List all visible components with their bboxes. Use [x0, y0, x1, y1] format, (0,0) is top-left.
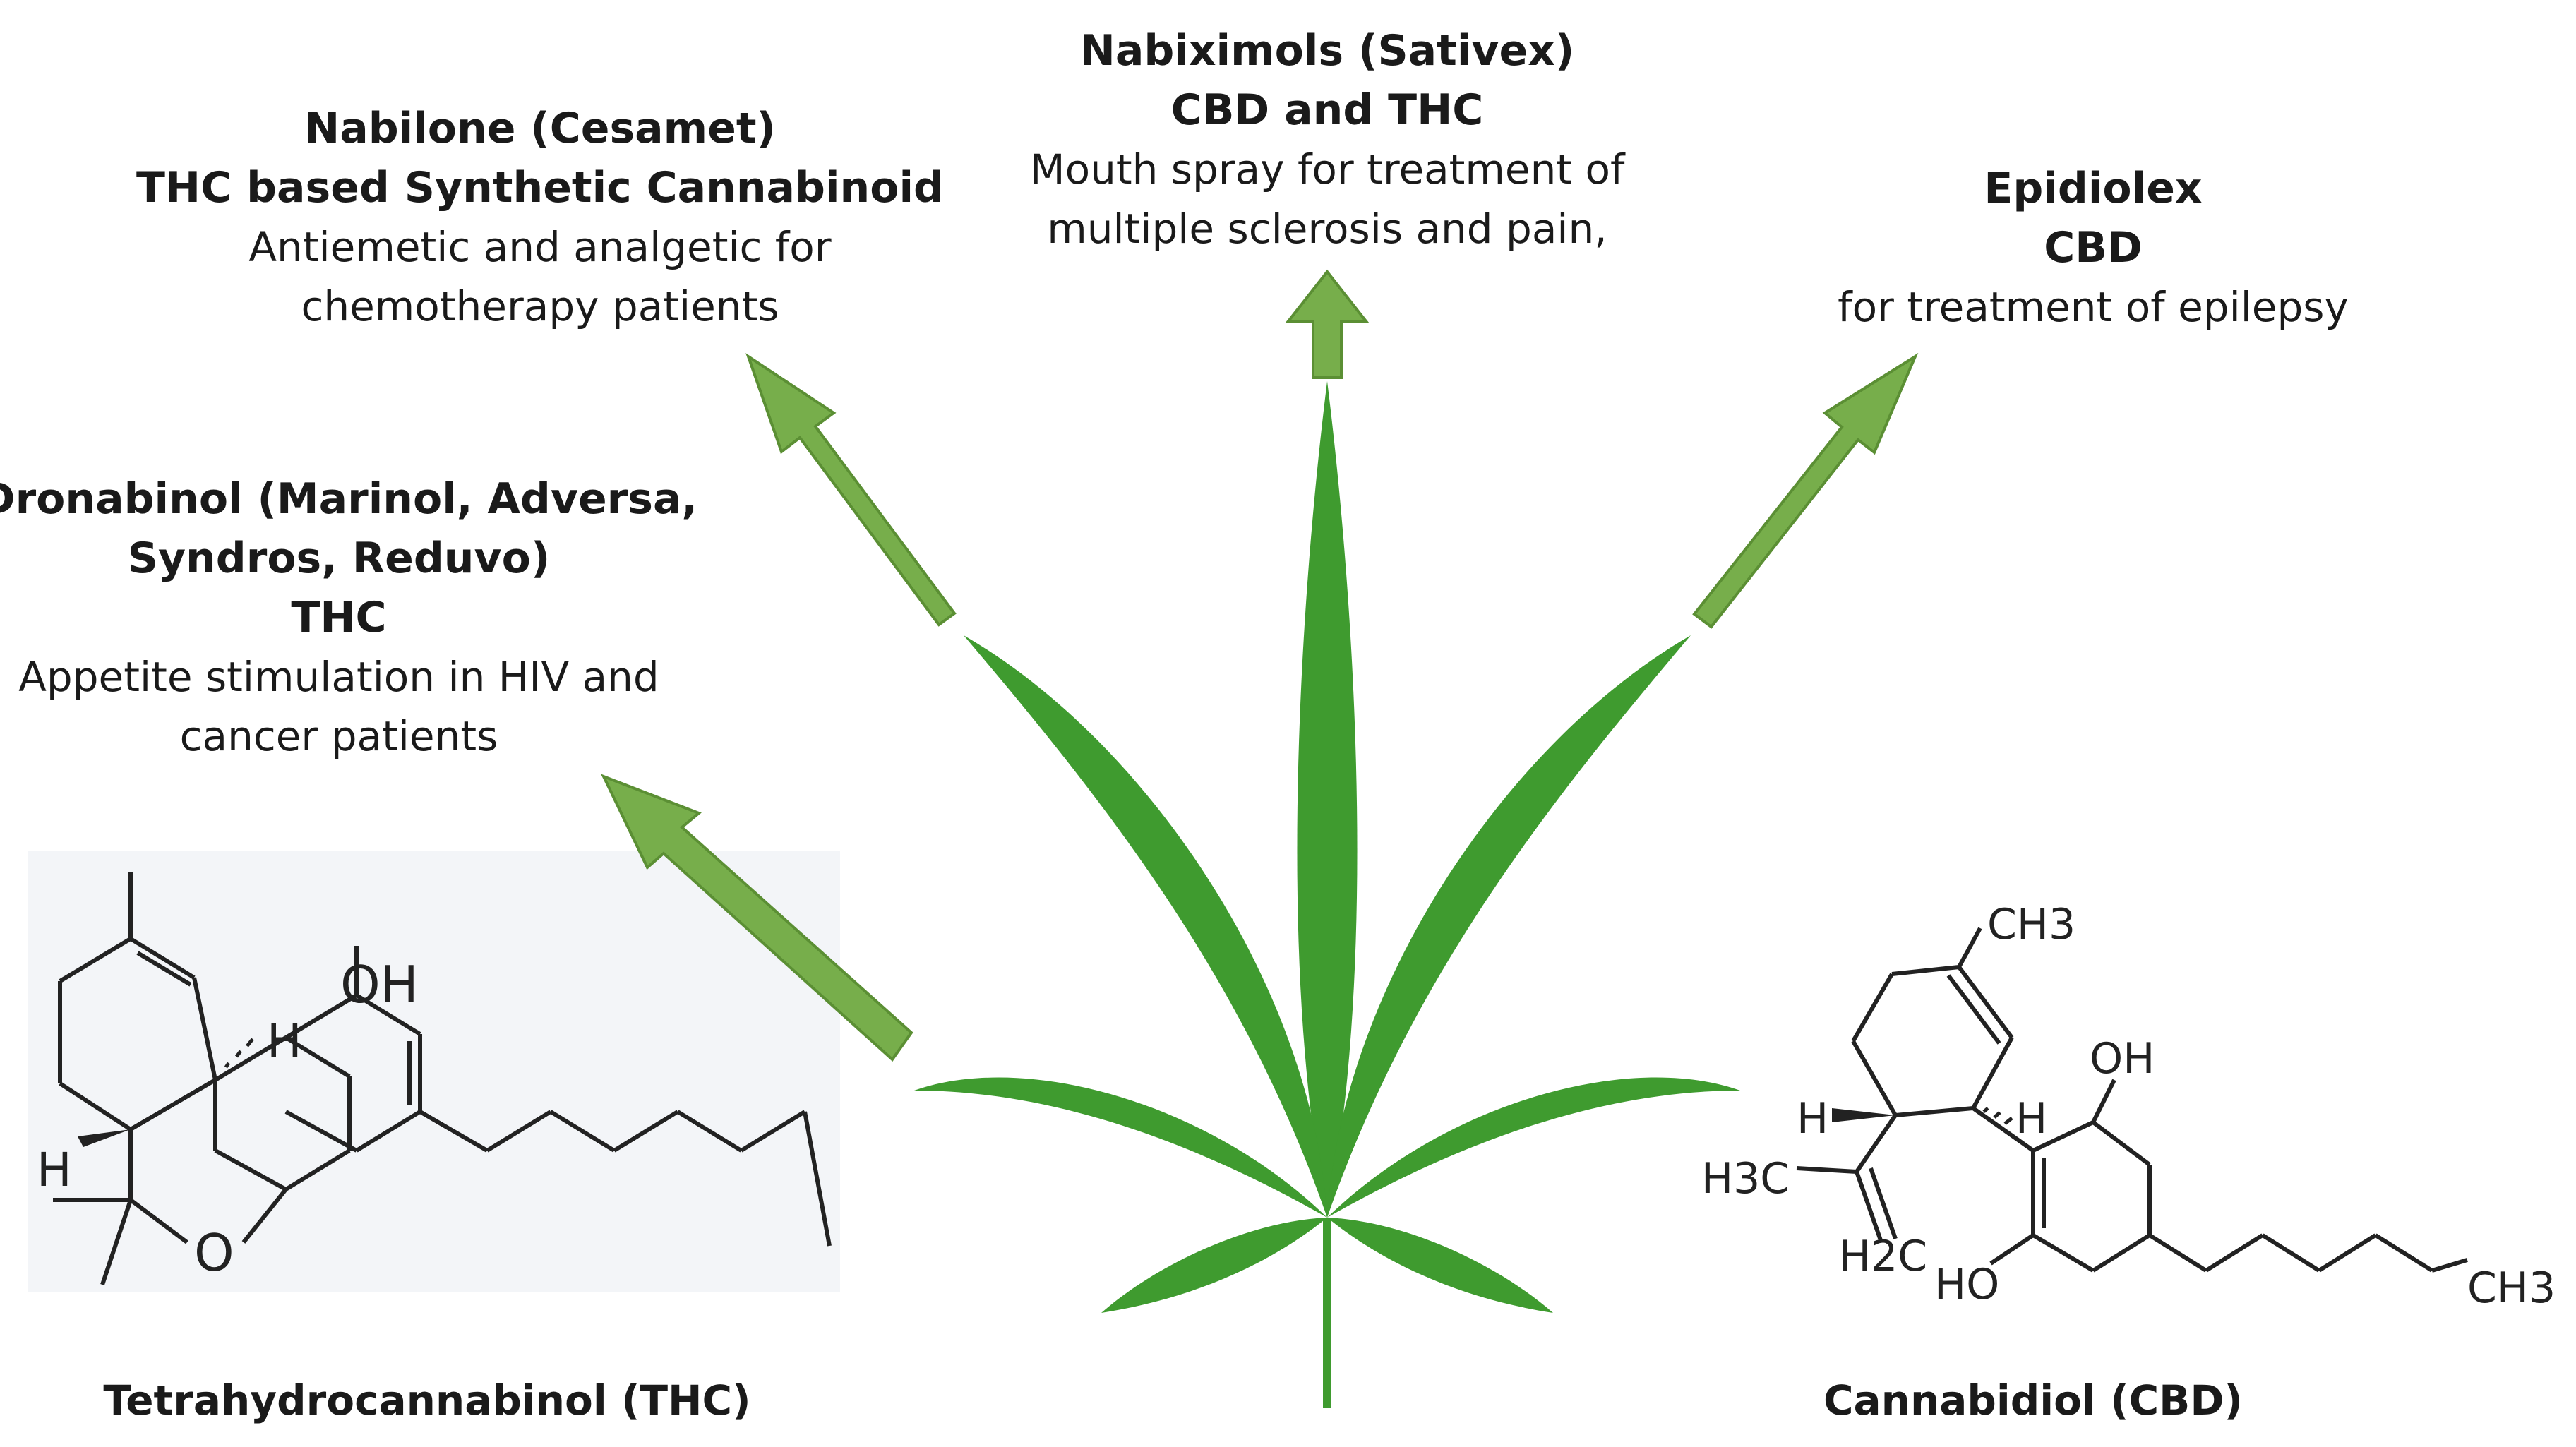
thc-o-label: O [194, 1223, 234, 1283]
cbd-h2c-label: H2C [1839, 1232, 1927, 1281]
cbd-h3c-label: H3C [1701, 1154, 1790, 1203]
epidiolex-block: Epidiolex CBD for treatment of epilepsy [1838, 159, 2349, 337]
thc-caption: Tetrahydrocannabinol (THC) [103, 1376, 751, 1424]
epidiolex-use-1: for treatment of epilepsy [1838, 283, 2349, 331]
dronabinol-use-2: cancer patients [179, 712, 498, 760]
arrow-epidiolex [1692, 352, 1919, 629]
cbd-h-right-label: H [2015, 1094, 2047, 1143]
nabilone-compound: THC based Synthetic Cannabinoid [136, 163, 944, 212]
nabiximols-compound: CBD and THC [1170, 85, 1484, 135]
epidiolex-compound: CBD [2044, 223, 2143, 272]
dronabinol-use-1: Appetite stimulation in HIV and [18, 653, 659, 701]
dronabinol-block: Dronabinol (Marinol, Adversa, Syndros, R… [0, 469, 697, 766]
cbd-ch3-top-label: CH3 [1987, 900, 2075, 949]
nabilone-use-1: Antiemetic and analgetic for [248, 223, 832, 271]
cbd-caption: Cannabidiol (CBD) [1823, 1376, 2243, 1424]
dronabinol-name-2: Syndros, Reduvo) [127, 534, 551, 583]
cannabis-leaf-icon [914, 381, 1740, 1408]
arrows [601, 269, 1919, 1062]
thc-oh-label: OH [340, 955, 419, 1014]
cbd-h-left-label: H [1797, 1094, 1828, 1143]
cbd-ch3-right-label: CH3 [2467, 1263, 2556, 1313]
arrow-nabilone [745, 353, 957, 627]
arrow-nabiximols [1285, 269, 1370, 379]
epidiolex-name: Epidiolex [1984, 164, 2203, 213]
dronabinol-name-1: Dronabinol (Marinol, Adversa, [0, 474, 698, 524]
thc-h-top-label: H [267, 1014, 302, 1069]
thc-structure: OH H H O [37, 872, 832, 1285]
thc-panel [28, 851, 840, 1292]
nabiximols-use-2: multiple sclerosis and pain, [1047, 205, 1607, 253]
cbd-ho-label: HO [1934, 1260, 1999, 1309]
nabilone-name: Nabilone (Cesamet) [304, 104, 776, 153]
nabilone-use-2: chemotherapy patients [301, 282, 779, 330]
cbd-structure: CH3 OH H H H3C H2C HO CH3 [1701, 900, 2556, 1313]
nabiximols-name: Nabiximols (Sativex) [1079, 26, 1575, 76]
cbd-oh-top-label: OH [2090, 1034, 2155, 1083]
arrow-dronabinol [601, 774, 913, 1062]
nabiximols-use-1: Mouth spray for treatment of [1029, 145, 1625, 193]
nabilone-block: Nabilone (Cesamet) THC based Synthetic C… [136, 99, 944, 336]
nabiximols-block: Nabiximols (Sativex) CBD and THC Mouth s… [1030, 21, 1625, 258]
dronabinol-compound: THC [291, 593, 387, 642]
thc-h-left-label: H [37, 1143, 72, 1197]
